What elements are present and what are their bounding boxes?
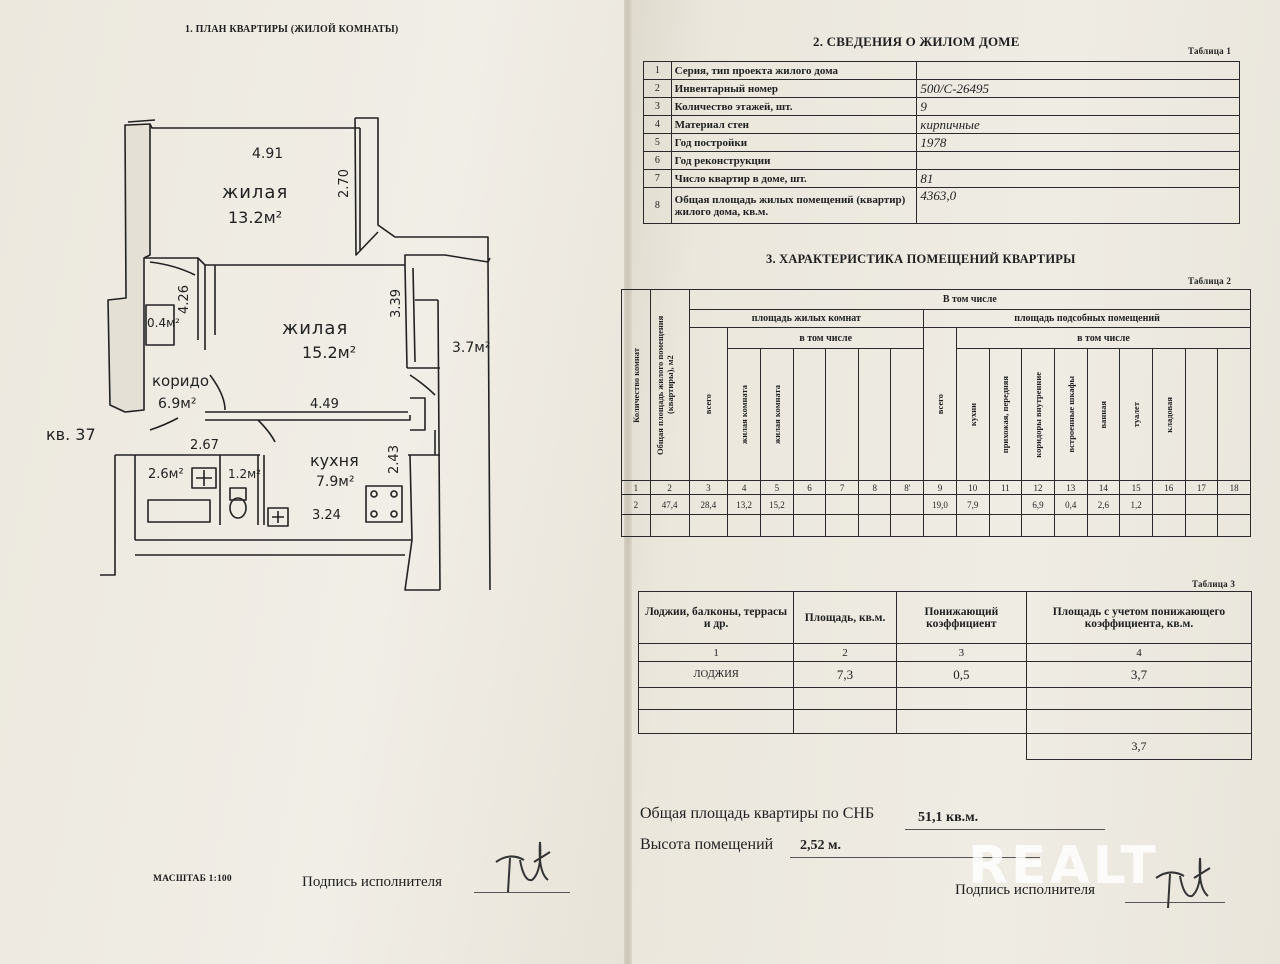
table2-label: Таблица 2 xyxy=(1188,276,1232,286)
left-page xyxy=(0,0,628,964)
col-room2: жилая комната xyxy=(771,385,782,444)
corridor-area: 6.9м² xyxy=(158,396,197,412)
total-area-line xyxy=(905,829,1105,830)
loggia-total: 3,7 xyxy=(1025,733,1253,760)
kitchen-name: кухня xyxy=(310,451,359,470)
section2-title: 2. СВЕДЕНИЯ О ЖИЛОМ ДОМЕ xyxy=(813,34,1020,49)
col-hall: прихожая, передняя xyxy=(1000,375,1011,454)
col-living-all: всего xyxy=(703,393,714,415)
left-signature xyxy=(495,841,551,893)
rooms-table: Количество комнат Общая площадь жилого п… xyxy=(621,289,1252,537)
table-row: ЛОДЖИЯ 7,3 0,5 3,7 xyxy=(637,661,1253,688)
dim-449: 4.49 xyxy=(310,397,339,412)
header-aux: площадь подсобных помещений xyxy=(923,309,1251,328)
dim-491: 4.91 xyxy=(252,146,284,162)
table-row xyxy=(621,514,1251,537)
kitchen-area: 7.9м² xyxy=(316,474,355,490)
scale-label: МАСШТАБ 1:100 xyxy=(153,874,232,884)
col-closets: встроенные шкафы xyxy=(1065,376,1076,453)
header-incl: В том числе xyxy=(688,289,1252,310)
dim-243: 2.43 xyxy=(386,445,402,474)
height-line xyxy=(790,857,1040,858)
left-sign-line xyxy=(474,892,570,893)
right-sign-line xyxy=(1125,902,1225,903)
table1-label: Таблица 1 xyxy=(1188,46,1232,56)
dim-324: 3.24 xyxy=(312,508,341,523)
dim-270: 2.70 xyxy=(336,169,352,198)
loggia-area: 3.7м² xyxy=(452,340,491,356)
corridor-name: коридо xyxy=(152,372,210,390)
room2-area: 15.2м² xyxy=(302,343,357,362)
plan-title: 1. ПЛАН КВАРТИРЫ (ЖИЛОЙ КОМНАТЫ) xyxy=(185,24,399,35)
col-bath: ванная xyxy=(1098,400,1109,429)
col-pantry: кладовая xyxy=(1163,396,1174,433)
watermark-logo: REALT xyxy=(968,836,1159,896)
bath-area: 2.6м² xyxy=(148,467,184,482)
col-room1: жилая комната xyxy=(739,385,750,444)
floor-plan xyxy=(100,117,491,591)
height-value: 2,52 м. xyxy=(800,838,842,853)
total-area-value: 51,1 кв.м. xyxy=(918,810,979,825)
col-total-area: Общая площадь жилого помещения (квартиры… xyxy=(654,315,675,455)
col-kitchen: кухни xyxy=(967,402,978,427)
table3-label: Таблица 3 xyxy=(1192,579,1236,589)
col-aux-all: всего xyxy=(934,393,945,415)
room2-name: жилая xyxy=(282,318,349,339)
dim-339: 3.39 xyxy=(388,289,404,318)
header-sub-aux: в том числе xyxy=(955,327,1252,349)
header-living: площадь жилых комнат xyxy=(688,309,925,328)
room1-area: 13.2м² xyxy=(228,208,283,227)
right-sign-label: Подпись исполнителя xyxy=(955,882,1095,898)
left-sign-label: Подпись исполнителя xyxy=(302,874,442,890)
toilet-area: 1.2м² xyxy=(228,467,261,481)
apartment-ref: кв. 37 xyxy=(46,425,96,444)
loggia-table: Лоджии, балконы, террасы и др. Площадь, … xyxy=(637,591,1253,760)
section3-title: 3. ХАРАКТЕРИСТИКА ПОМЕЩЕНИЙ КВАРТИРЫ xyxy=(766,252,1076,266)
room1-name: жилая xyxy=(222,182,289,203)
header-sub-living: в том числе xyxy=(727,327,925,349)
col-corridors: коридоры внутренние xyxy=(1033,371,1044,458)
col-wc: туалет xyxy=(1131,401,1142,428)
dim-267: 2.67 xyxy=(190,438,219,453)
closet-area: 0.4м² xyxy=(147,316,180,330)
col-rooms-count: Количество комнат xyxy=(630,347,641,423)
height-label: Высота помещений xyxy=(640,836,774,853)
right-signature xyxy=(1155,857,1211,909)
dim-426: 4.26 xyxy=(176,285,192,314)
total-area-label: Общая площадь квартиры по СНБ xyxy=(640,805,875,822)
